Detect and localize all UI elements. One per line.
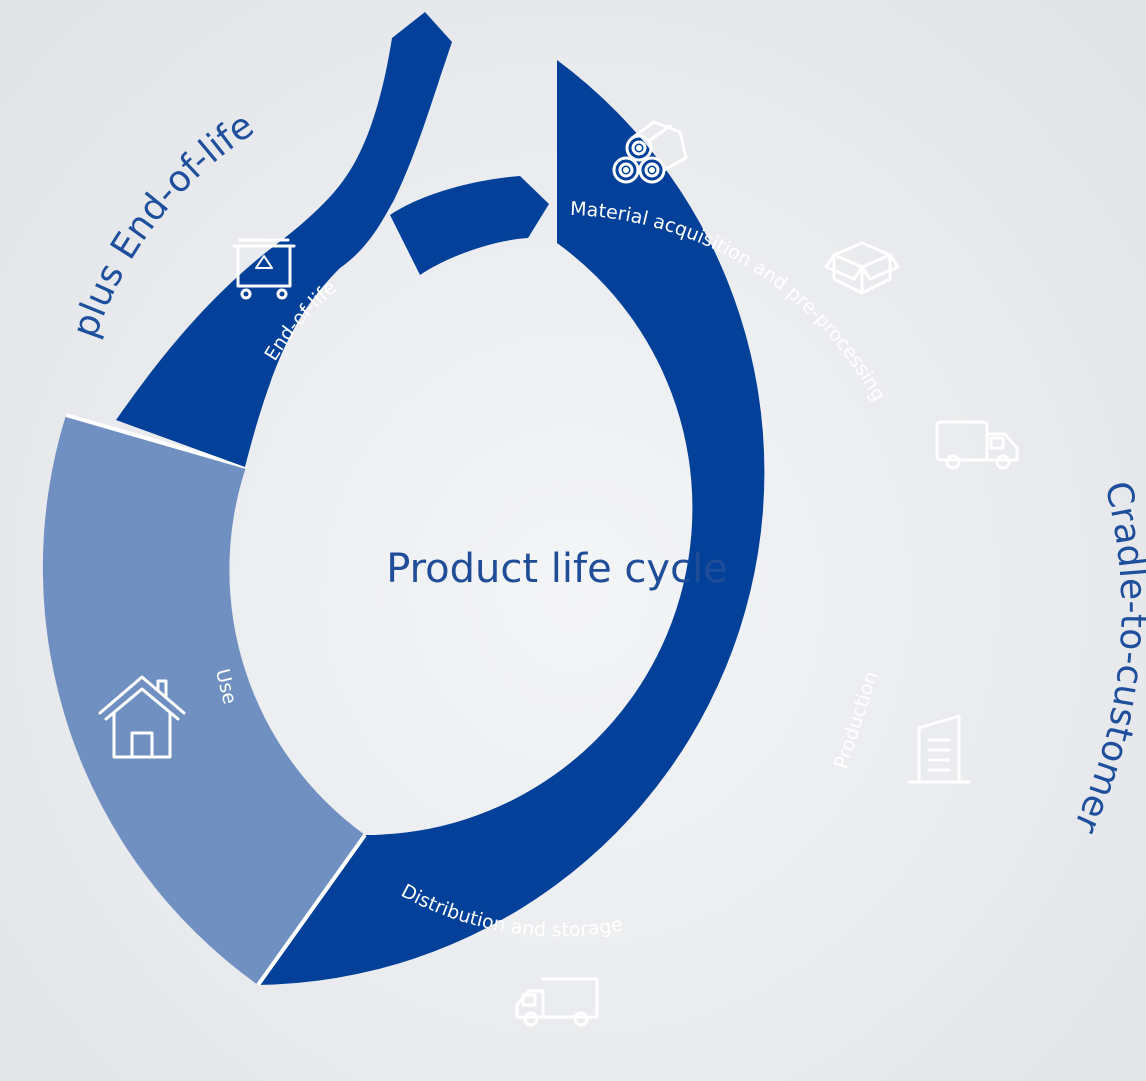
segment-divider — [256, 833, 367, 987]
truck-icon — [515, 977, 599, 1027]
building-icon — [907, 714, 971, 784]
box-icon — [824, 241, 900, 295]
cradle-to-customer-ring — [258, 60, 765, 985]
segment-divider — [65, 413, 247, 469]
logs-icon — [612, 120, 688, 184]
outer-label-cradle-to-customer: Cradle-to-customer — [1065, 478, 1146, 840]
return-arrow-head — [390, 176, 549, 275]
house-icon — [98, 675, 186, 759]
use-segment — [42, 415, 365, 985]
segment-label-production: Production — [830, 669, 882, 772]
recycle-bin-icon — [232, 238, 296, 300]
svg-text:Cradle-to-customer: Cradle-to-customer — [1065, 478, 1146, 840]
center-title: Product life cycle — [386, 546, 728, 592]
truck-icon — [935, 420, 1019, 470]
